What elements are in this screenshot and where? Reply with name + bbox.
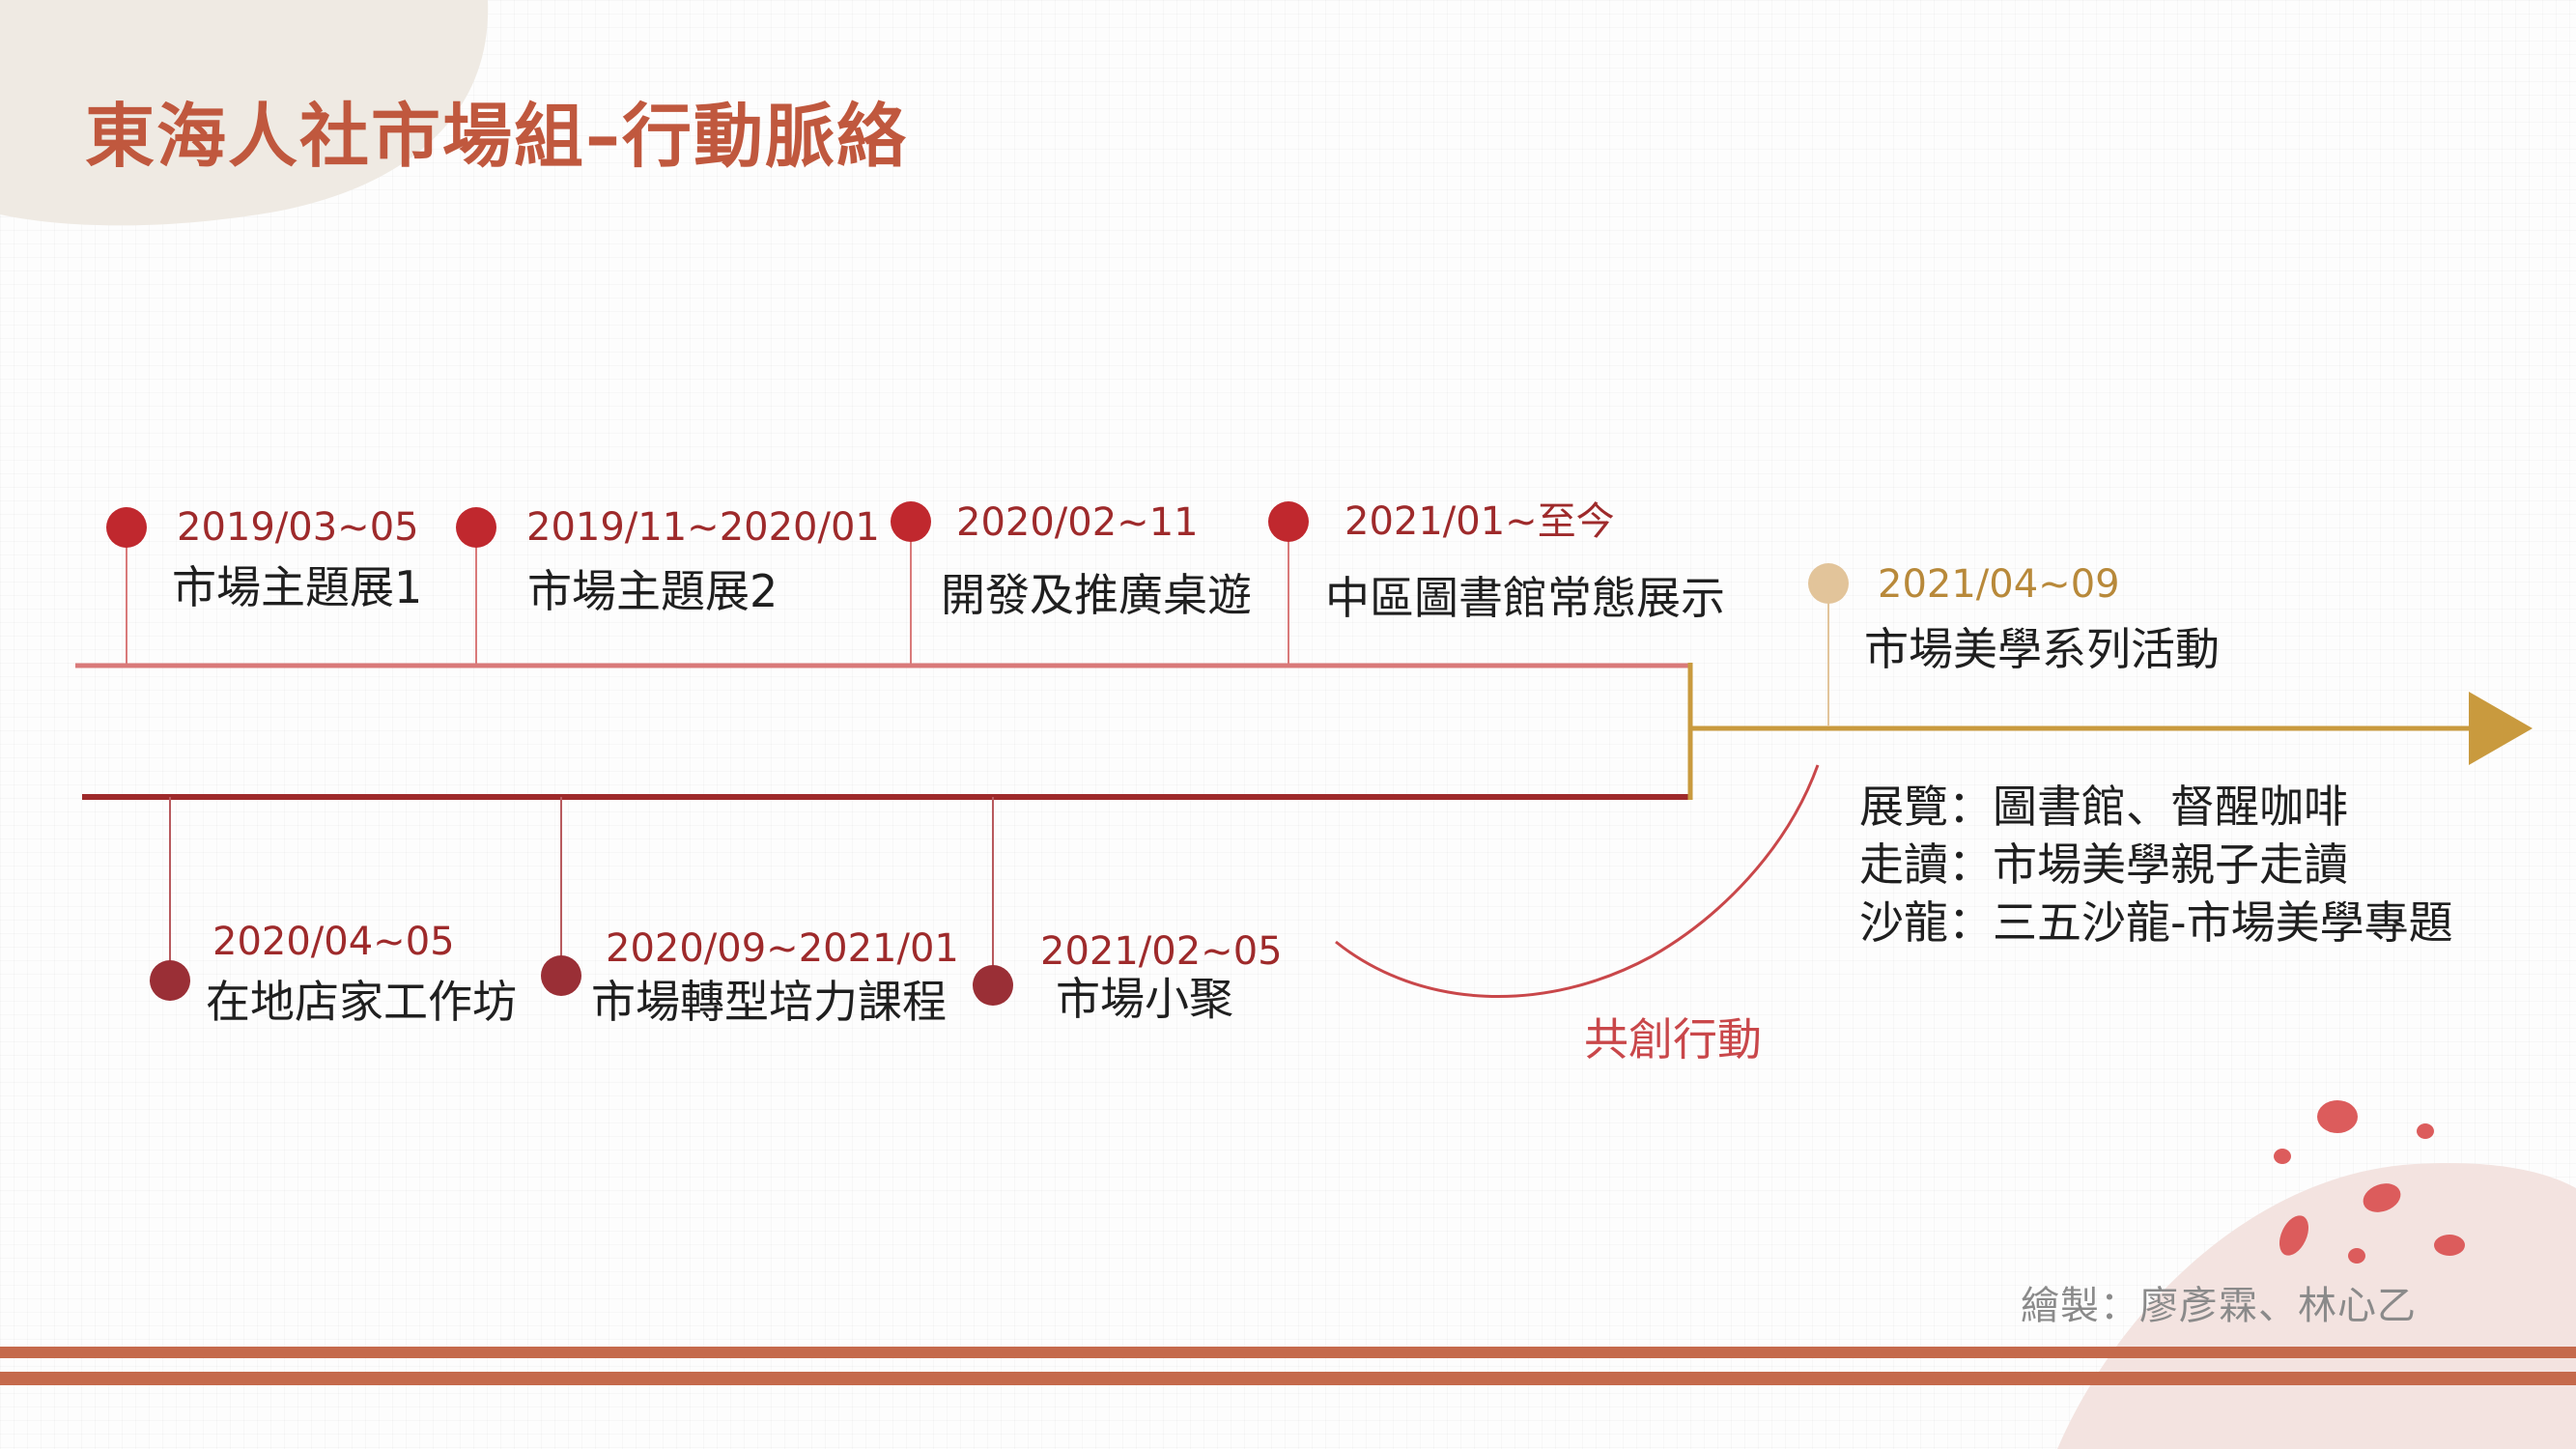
credit-text: 繪製：廖彥霖、林心乙 [2021,1284,2417,1328]
lower-dot-1 [150,960,190,1001]
bottom-stripe-lower [0,1372,2576,1385]
upper-event-1-label: 市場主題展1 [172,561,423,613]
upper-event-1-date: 2019/03~05 [177,505,419,550]
lower-dot-3 [973,965,1013,1006]
upper-dot-2 [456,507,496,548]
upper-dot-3 [891,501,931,542]
petals-decoration [2274,1100,2465,1264]
upper-event-3-label: 開發及推廣桌遊 [941,569,1252,621]
lower-event-1-date: 2020/04~05 [212,920,455,964]
cocreate-label: 共創行動 [1584,1013,1762,1065]
page-title: 東海人社市場組–行動脈絡 [85,96,909,177]
corner-blob-decoration [0,0,489,226]
lower-event-3-label: 市場小聚 [1056,973,1233,1025]
future-dot [1808,563,1849,604]
upper-event-3-date: 2020/02~11 [956,500,1199,545]
future-event-label: 市場美學系列活動 [1864,623,2220,675]
lower-event-2-date: 2020/09~2021/01 [606,926,959,971]
detail-item-walk: 走讀：市場美學親子走讀 [1859,838,2348,891]
lower-event-1-label: 在地店家工作坊 [206,976,517,1028]
upper-event-4-label: 中區圖書館常態展示 [1325,572,1725,624]
future-event-date: 2021/04~09 [1878,562,2120,607]
upper-event-2-date: 2019/11~2020/01 [526,505,880,550]
detail-item-salon: 沙龍：三五沙龍-市場美學專題 [1859,896,2453,949]
future-arrowhead [2469,692,2533,765]
upper-dot-4 [1268,501,1309,542]
lower-event-3-date: 2021/02~05 [1040,929,1283,974]
cocreate-curve [1335,764,1820,999]
upper-event-2-label: 市場主題展2 [527,565,778,617]
bottom-stripe-upper [0,1347,2576,1358]
upper-dot-1 [106,507,147,548]
upper-event-4-date: 2021/01~至今 [1345,499,1615,544]
lower-event-2-label: 市場轉型培力課程 [591,976,947,1028]
detail-item-exhibition: 展覽：圖書館、督醒咖啡 [1859,781,2348,833]
lower-dot-2 [541,955,581,996]
